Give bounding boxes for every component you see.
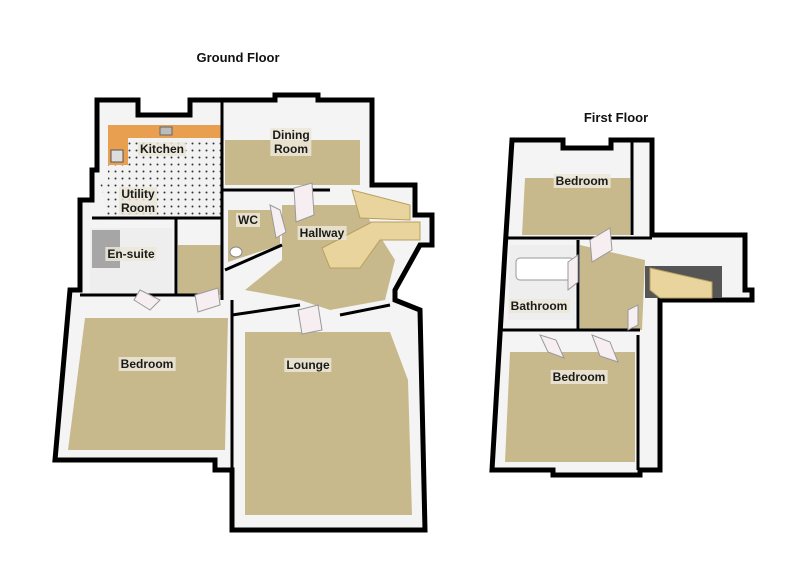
door[interactable] (297, 304, 323, 335)
bath-icon (515, 257, 575, 281)
dining-room-floor (225, 140, 360, 185)
door[interactable] (539, 334, 565, 359)
door[interactable] (293, 182, 315, 223)
sink-icon (159, 126, 173, 136)
toilet-icon (229, 246, 243, 258)
store-floor (178, 245, 222, 295)
utility-room-label: Utility Room (119, 187, 157, 215)
lounge-label: Lounge (284, 358, 332, 372)
door[interactable] (194, 287, 221, 313)
first-floor-staircase (649, 267, 713, 299)
bedroom-front-label: Bedroom (553, 174, 611, 188)
landing-floor (580, 245, 645, 330)
staircase-upper (351, 189, 411, 221)
bedroom-floor (68, 318, 228, 450)
door[interactable] (133, 289, 161, 311)
wc-label: WC (236, 213, 260, 227)
bedroom-rear-floor (505, 352, 635, 462)
internal-walls (339, 303, 391, 317)
kitchen-label: Kitchen (137, 142, 187, 156)
door[interactable] (567, 254, 579, 292)
kitchen-worktop (108, 125, 222, 165)
bedroom-front-floor (522, 178, 630, 235)
lounge-floor (245, 332, 412, 515)
bedroom-label: Bedroom (118, 357, 176, 371)
en-suite-label: En-suite (105, 247, 157, 261)
internal-walls (231, 303, 301, 317)
bathroom-label: Bathroom (508, 299, 570, 313)
door[interactable] (589, 227, 613, 263)
door[interactable] (269, 204, 287, 239)
door[interactable] (627, 304, 639, 331)
ground-floor-plan (52, 92, 435, 533)
dining-room-label: Dining Room (270, 128, 312, 156)
staircase (321, 221, 421, 269)
internal-walls (224, 243, 283, 272)
door[interactable] (591, 334, 619, 363)
hallway-label: Hallway (297, 226, 347, 240)
ground-floor-title: Ground Floor (196, 50, 280, 65)
first-floor-title: First Floor (583, 110, 649, 125)
bedroom-rear-label: Bedroom (550, 370, 608, 384)
hob-icon (110, 149, 124, 163)
